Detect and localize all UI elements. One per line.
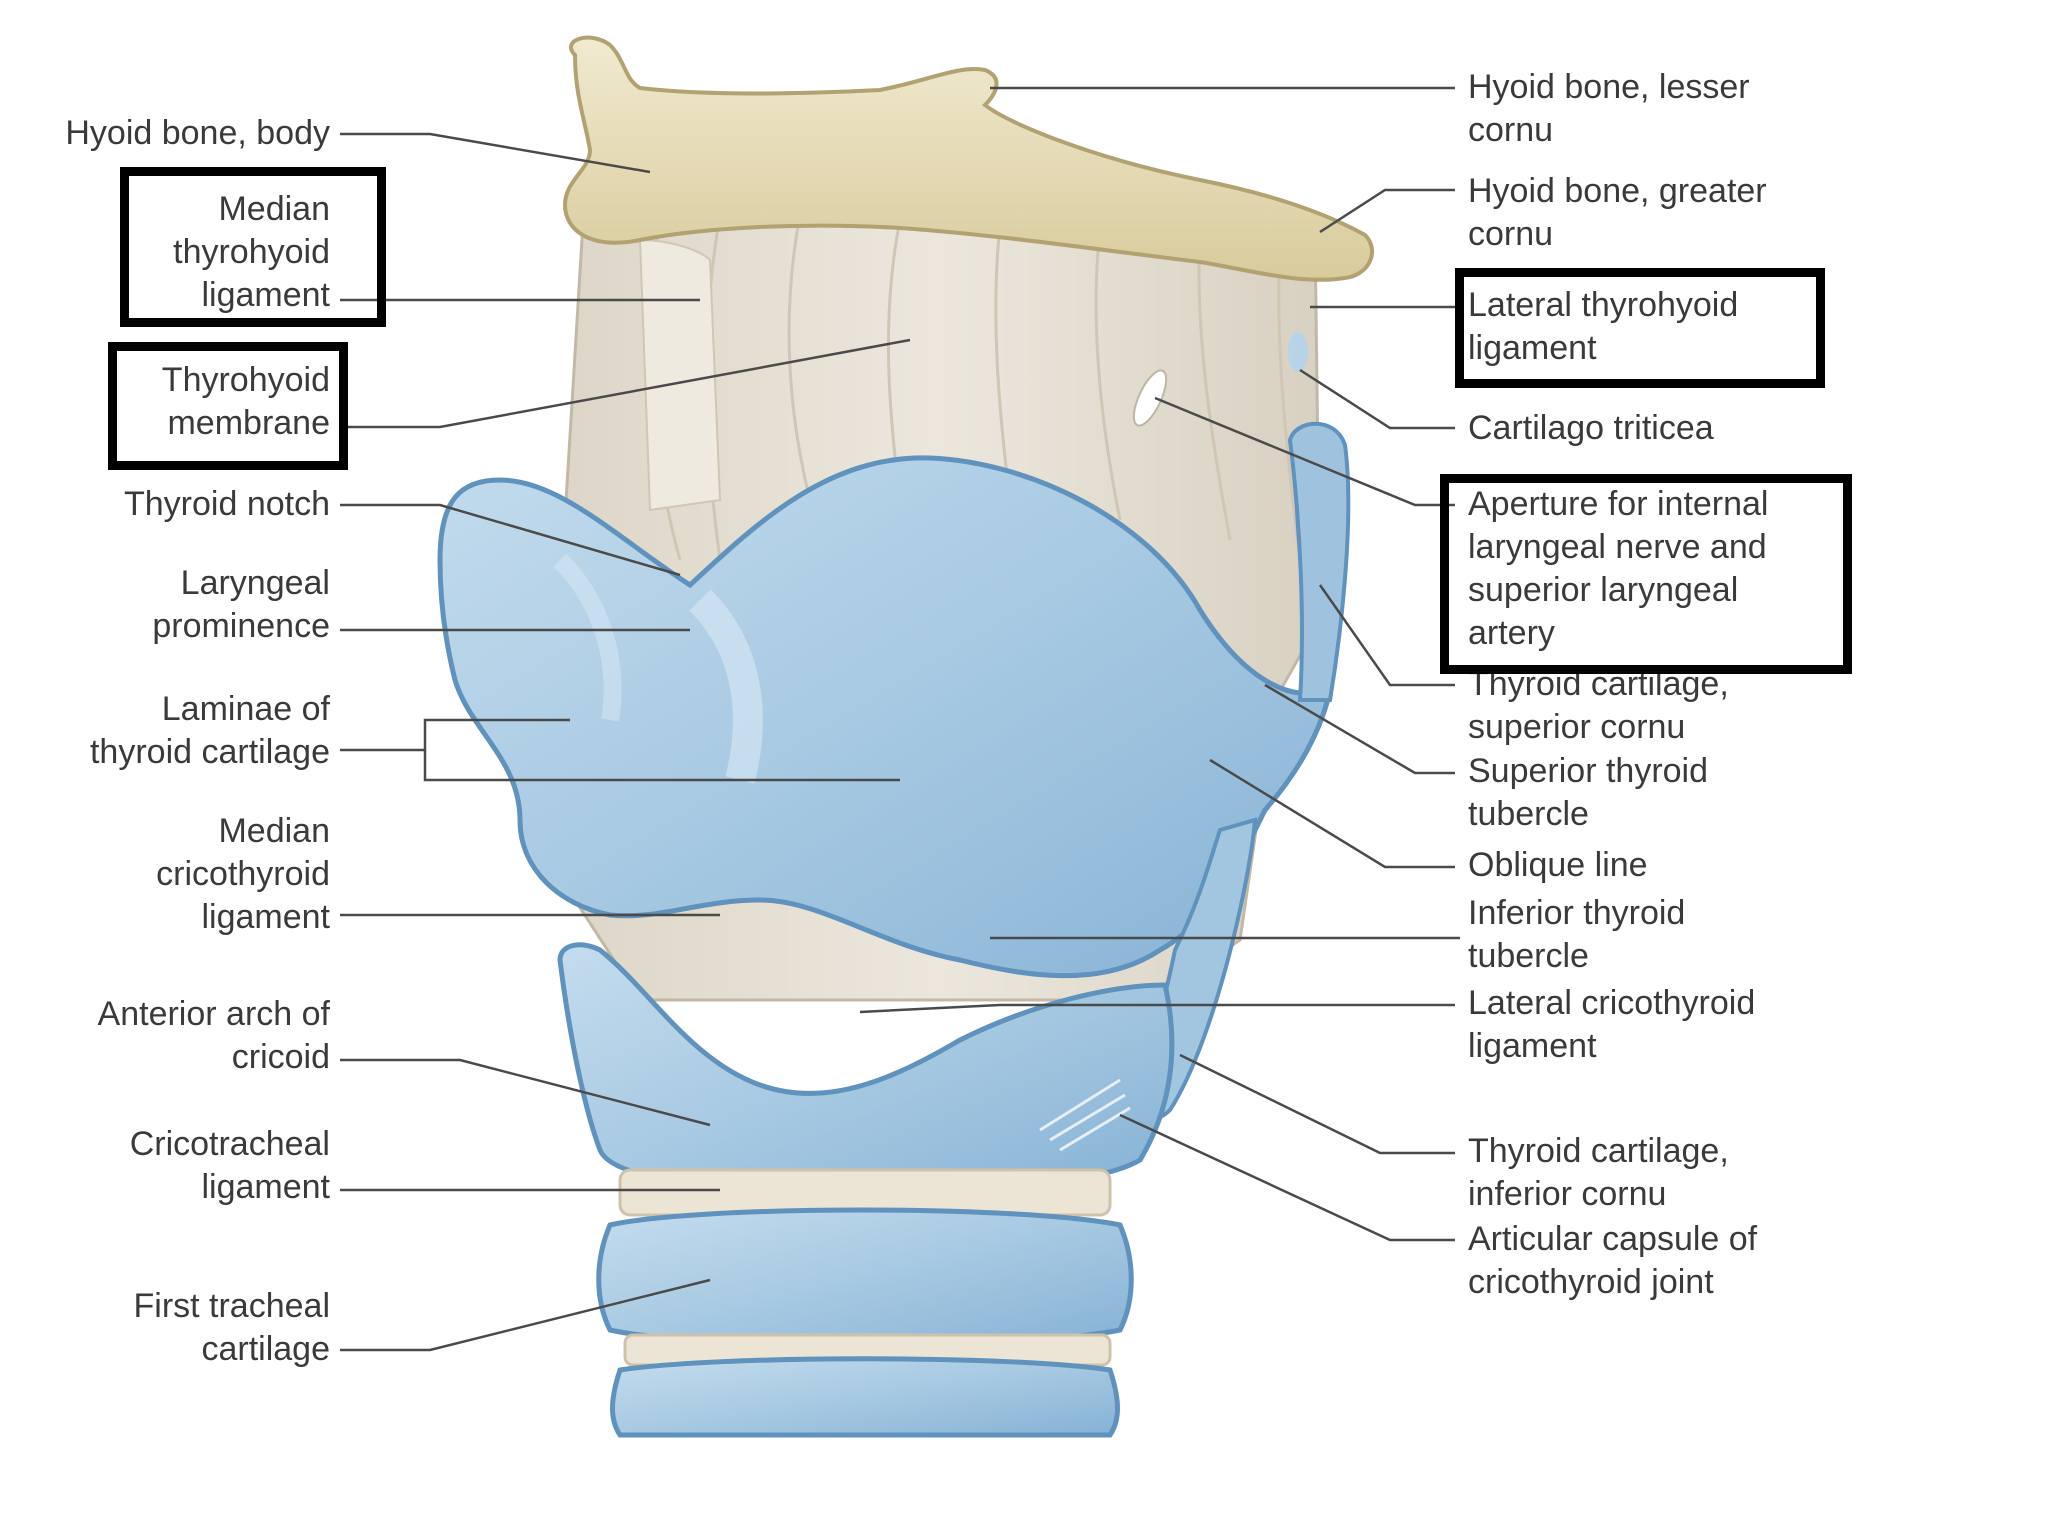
label-line: Superior thyroid <box>1468 752 1709 790</box>
label-line: thyroid cartilage <box>89 733 330 771</box>
leader-lines <box>340 86 1460 1352</box>
label-line: Median <box>218 812 330 850</box>
label-aperture-internal-laryngeal-nerve: Aperture for internal laryngeal nerve an… <box>1468 483 1769 655</box>
aperture-hole <box>1132 369 1168 427</box>
label-line: superior laryngeal <box>1468 571 1739 609</box>
label-thyroid-cartilage-superior-cornu: Thyroid cartilage, superior cornu <box>1468 663 1729 749</box>
first-tracheal-cartilage-shape <box>596 1207 1134 1348</box>
label-line: Hyoid bone, lesser <box>1468 68 1750 106</box>
label-line: Thyroid cartilage, <box>1468 1132 1729 1170</box>
label-median-thyrohyoid-ligament: Median thyrohyoid ligament <box>0 188 330 317</box>
label-thyrohyoid-membrane: Thyrohyoid membrane <box>0 359 330 445</box>
label-line: superior cornu <box>1468 708 1686 746</box>
label-line: ligament <box>201 276 330 314</box>
label-cricotracheal-ligament: Cricotracheal ligament <box>0 1123 330 1209</box>
label-inferior-thyroid-tubercle: Inferior thyroid tubercle <box>1468 892 1685 978</box>
label-line: Lateral thyrohyoid <box>1468 286 1739 324</box>
label-line: Aperture for internal <box>1468 485 1769 523</box>
label-line: cricothyroid <box>156 855 330 893</box>
median-ligament-band <box>638 238 722 512</box>
label-median-cricothyroid-ligament: Median cricothyroid ligament <box>0 810 330 939</box>
label-hyoid-bone-greater-cornu: Hyoid bone, greater cornu <box>1468 170 1767 256</box>
label-line: Oblique line <box>1468 846 1648 884</box>
highlight-box-median-thyrohyoid-ligament <box>120 167 386 327</box>
label-line: membrane <box>167 404 330 442</box>
label-line: cartilage <box>201 1330 330 1368</box>
label-line: Inferior thyroid <box>1468 894 1686 932</box>
label-line: Articular capsule of <box>1468 1220 1758 1258</box>
highlight-box-aperture-internal-laryngeal-nerve <box>1440 474 1852 674</box>
label-line: Laryngeal <box>180 564 330 602</box>
cartilago-triticea-shape <box>1288 332 1308 372</box>
label-line: Thyroid notch <box>124 485 330 523</box>
label-line: Cricotracheal <box>129 1125 330 1163</box>
label-line: ligament <box>1468 1027 1597 1065</box>
articular-capsule-fibers <box>1039 1078 1131 1152</box>
label-first-tracheal-cartilage: First tracheal cartilage <box>0 1285 331 1371</box>
label-line: thyrohyoid <box>173 233 330 271</box>
label-line: Anterior arch of <box>97 995 330 1033</box>
hyoid-bone-shape <box>562 35 1375 282</box>
label-line: Hyoid bone, greater <box>1468 172 1767 210</box>
label-line: Median <box>218 190 330 228</box>
second-tracheal-cartilage-shape <box>610 1356 1120 1438</box>
label-line: laryngeal nerve and <box>1468 528 1767 566</box>
label-line: Cartilago triticea <box>1468 409 1714 447</box>
label-thyroid-cartilage-inferior-cornu: Thyroid cartilage, inferior cornu <box>1468 1130 1729 1216</box>
label-hyoid-bone-lesser-cornu: Hyoid bone, lesser cornu <box>1468 66 1750 152</box>
superior-cornu-shape <box>1287 421 1351 702</box>
label-line: Hyoid bone, body <box>65 114 330 152</box>
label-lateral-cricothyroid-ligament: Lateral cricothyroid ligament <box>1468 982 1755 1068</box>
label-line: prominence <box>152 607 330 645</box>
label-line: artery <box>1468 614 1555 652</box>
label-line: ligament <box>1468 329 1597 367</box>
label-line: Thyrohyoid <box>161 361 330 399</box>
label-line: ligament <box>201 898 330 936</box>
label-line: ligament <box>201 1168 330 1206</box>
highlight-box-thyrohyoid-membrane <box>108 342 348 470</box>
label-line: cornu <box>1468 111 1554 149</box>
label-line: cricoid <box>231 1038 330 1076</box>
label-line: cricothyroid joint <box>1468 1263 1714 1301</box>
label-line: Laminae of <box>161 690 330 728</box>
label-anterior-arch-of-cricoid: Anterior arch of cricoid <box>0 993 330 1079</box>
label-lateral-thyrohyoid-ligament: Lateral thyrohyoid ligament <box>1468 284 1738 370</box>
label-line: tubercle <box>1468 937 1589 975</box>
label-hyoid-bone-body: Hyoid bone, body <box>0 112 330 155</box>
label-laryngeal-prominence: Laryngeal prominence <box>0 562 330 648</box>
label-line: cornu <box>1468 215 1554 253</box>
label-line: First tracheal <box>133 1287 331 1325</box>
label-cartilago-triticea: Cartilago triticea <box>1468 407 1714 450</box>
label-superior-thyroid-tubercle: Superior thyroid tubercle <box>1468 750 1708 836</box>
label-articular-capsule-cricothyroid-joint: Articular capsule of cricothyroid joint <box>1468 1218 1757 1304</box>
highlight-box-lateral-thyrohyoid-ligament <box>1455 268 1825 388</box>
label-thyroid-notch: Thyroid notch <box>0 483 330 526</box>
label-line: inferior cornu <box>1468 1175 1667 1213</box>
label-line: tubercle <box>1468 795 1589 833</box>
label-line: Lateral cricothyroid <box>1468 984 1756 1022</box>
label-laminae-of-thyroid-cartilage: Laminae of thyroid cartilage <box>0 688 330 774</box>
label-oblique-line: Oblique line <box>1468 844 1648 887</box>
